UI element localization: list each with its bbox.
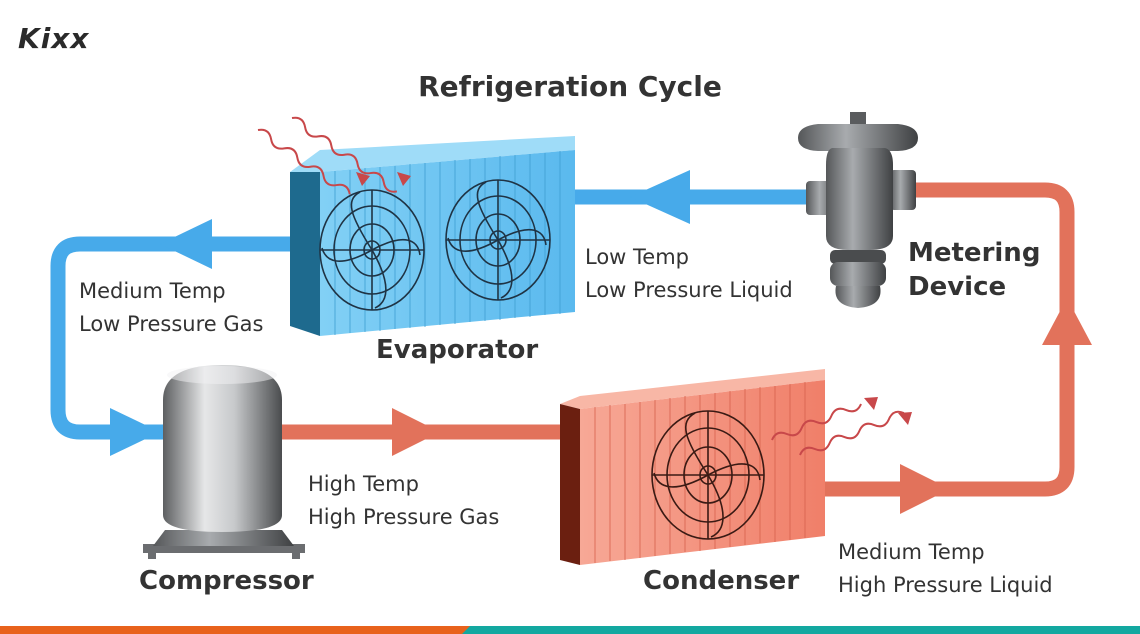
metering-top-cap <box>798 124 918 151</box>
flow-arrow-metering-inlet <box>1042 298 1092 345</box>
pipe-evaporator-to-compressor <box>50 236 300 440</box>
condenser-fan <box>651 410 765 540</box>
state-label-metering-to-evap: Low Temp Low Pressure Liquid <box>585 241 793 307</box>
state-label-line: Low Pressure Gas <box>79 312 264 336</box>
condenser-face <box>580 380 825 565</box>
state-label-line: Low Pressure Liquid <box>585 278 793 302</box>
evaporator-side <box>290 172 320 336</box>
metering-lower-ring <box>830 262 886 286</box>
state-label-cond-to-metering: Medium Temp High Pressure Liquid <box>838 536 1053 602</box>
metering-body <box>826 148 893 250</box>
diagram-title: Refrigeration Cycle <box>418 70 722 103</box>
evaporator-fan-right <box>445 179 551 301</box>
brand-logo: Kixx <box>18 22 90 55</box>
component-label-condenser: Condenser <box>643 566 800 596</box>
state-label-evap-to-comp: Medium Temp Low Pressure Gas <box>79 275 263 341</box>
component-label-evaporator: Evaporator <box>376 335 539 365</box>
evaporator-unit <box>257 116 575 336</box>
evaporator-top <box>290 136 575 172</box>
state-label-comp-to-cond: High Temp High Pressure Gas <box>308 468 499 534</box>
footer-bar-teal <box>462 626 1140 634</box>
condenser-top <box>560 369 825 409</box>
state-label-line: High Pressure Gas <box>308 505 500 529</box>
state-label-line: Medium Temp <box>838 540 985 564</box>
state-label-line: Medium Temp <box>79 279 226 303</box>
compressor-shell <box>163 365 282 532</box>
state-label-line: High Pressure Liquid <box>838 573 1053 597</box>
metering-inlet-stub <box>890 170 916 210</box>
compressor-base-plate <box>143 544 305 553</box>
condenser-unit <box>560 369 912 565</box>
state-label-line: High Temp <box>308 472 419 496</box>
evaporator-fan-left <box>319 189 425 311</box>
component-label-compressor: Compressor <box>139 566 314 596</box>
component-label-line: Metering <box>908 238 1041 268</box>
state-label-line: Low Temp <box>585 245 689 269</box>
component-label-metering-device: Metering Device <box>908 236 1040 304</box>
flow-arrow-condenser-inlet <box>392 408 440 456</box>
compressor-unit <box>143 365 305 559</box>
flow-arrow-evap-outlet <box>160 219 212 269</box>
footer-bar-orange <box>0 626 470 634</box>
heat-rejected-waves <box>771 397 912 456</box>
metering-device <box>798 112 918 308</box>
compressor-mount <box>153 530 294 546</box>
evaporator-face <box>320 150 575 336</box>
heat-absorbed-waves <box>257 116 411 195</box>
condenser-side <box>560 404 580 565</box>
condenser-fins <box>594 382 806 563</box>
flow-arrow-evap-inlet <box>630 170 690 224</box>
flow-arrow-compressor-inlet <box>110 408 160 456</box>
component-label-line: Device <box>908 272 1007 302</box>
metering-bulb <box>835 286 881 308</box>
flow-arrow-condenser-outlet <box>900 464 950 514</box>
